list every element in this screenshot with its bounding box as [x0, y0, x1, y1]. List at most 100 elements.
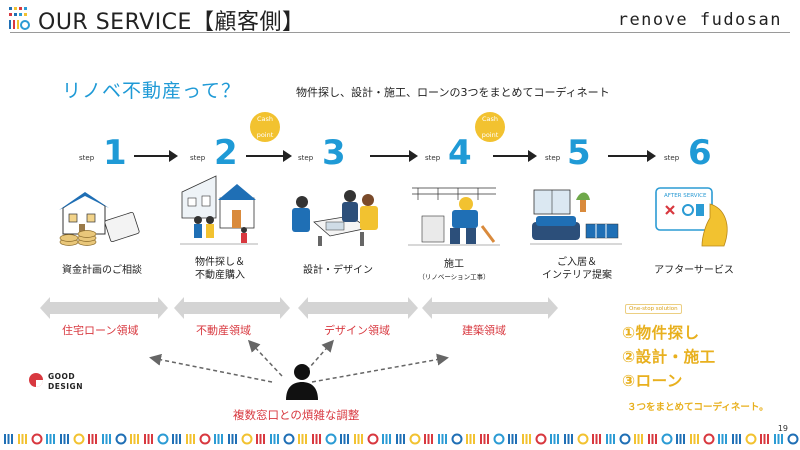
pattern-bar — [133, 434, 136, 444]
pattern-bar — [525, 434, 528, 444]
pattern-bar — [46, 434, 48, 444]
step-label-4: 施工（リノベーション工事） — [404, 258, 504, 284]
arrow-icon — [608, 150, 656, 162]
pattern-bar — [105, 434, 108, 444]
pattern-circle — [199, 433, 211, 445]
step-word-5: step — [545, 154, 561, 162]
one-stop-item-1: ①物件探し — [622, 324, 700, 342]
pattern-bar — [599, 434, 601, 444]
good-design-line2: DESIGN — [48, 382, 83, 391]
pattern-circle — [661, 433, 673, 445]
intro-heading: リノベ不動産って？ — [62, 80, 242, 102]
domain-label-realestate: 不動産領域 — [196, 324, 251, 337]
brand-name: renove fudosan — [617, 10, 782, 30]
pattern-bar — [483, 434, 486, 444]
one-stop-footer: ３つをまとめてコーディネート。 — [627, 402, 769, 413]
pattern-bar — [651, 434, 654, 444]
good-design-g-icon — [29, 373, 43, 387]
pattern-bar — [95, 434, 97, 444]
pattern-circle — [241, 433, 253, 445]
step-word-4: step — [425, 154, 441, 162]
pattern-bar — [273, 434, 276, 444]
pattern-bar — [193, 434, 195, 444]
pattern-bar — [312, 434, 314, 444]
domain-band-realestate — [174, 297, 290, 319]
pattern-bar — [735, 434, 738, 444]
pattern-bar — [571, 434, 573, 444]
pattern-bar — [347, 434, 349, 444]
page-title: OUR SERVICE【顧客側】 — [38, 10, 305, 35]
pattern-bar — [767, 434, 769, 444]
pattern-bar — [487, 434, 489, 444]
step-label-1-text: 資金計画のご相談 — [62, 265, 142, 276]
pattern-bar — [11, 434, 13, 444]
pattern-bar — [774, 434, 776, 444]
pattern-bar — [130, 434, 132, 444]
pattern-bar — [595, 434, 598, 444]
pattern-bar — [606, 434, 608, 444]
pattern-bar — [721, 434, 724, 444]
pattern-circle — [283, 433, 295, 445]
pattern-bar — [609, 434, 612, 444]
pattern-bar — [676, 434, 678, 444]
pattern-bar — [340, 434, 342, 444]
pattern-bar — [508, 434, 510, 444]
pattern-bar — [641, 434, 643, 444]
step-label-1: 資金計画のご相談 — [52, 264, 152, 277]
after-service-illustration: AFTER SERVICE — [655, 187, 728, 247]
pattern-bar — [315, 434, 318, 444]
step-number-4: 4 — [448, 133, 472, 173]
cash-point-line1: Cash — [481, 115, 499, 123]
pattern-bar — [60, 434, 62, 444]
pattern-bar — [214, 434, 216, 444]
pattern-bar — [564, 434, 566, 444]
pattern-bar — [515, 434, 517, 444]
arrow-icon — [134, 150, 178, 162]
pattern-bar — [144, 434, 146, 444]
cash-point-line2: point — [481, 131, 499, 139]
pattern-bar — [445, 434, 447, 444]
person-icon — [286, 364, 318, 400]
pattern-bar — [137, 434, 139, 444]
pattern-circle — [325, 433, 337, 445]
interior-illustration — [530, 189, 622, 245]
step-word-1: step — [79, 154, 95, 162]
pattern-bar — [522, 434, 524, 444]
pattern-bar — [382, 434, 384, 444]
pattern-bar — [777, 434, 780, 444]
domain-label-design: デザイン領域 — [324, 324, 390, 337]
step-word-3: step — [298, 154, 314, 162]
pattern-bar — [21, 434, 24, 444]
pattern-bar — [403, 434, 405, 444]
pattern-bar — [480, 434, 482, 444]
arrow-icon — [493, 150, 537, 162]
pattern-bar — [53, 434, 55, 444]
pattern-bar — [473, 434, 475, 444]
pattern-bar — [655, 434, 657, 444]
pattern-bar — [319, 434, 321, 444]
pattern-bar — [7, 434, 10, 444]
pattern-bar — [259, 434, 262, 444]
pattern-bar — [301, 434, 304, 444]
pattern-bar — [389, 434, 391, 444]
pattern-bar — [529, 434, 531, 444]
pattern-bar — [361, 434, 363, 444]
pattern-bar — [151, 434, 153, 444]
pattern-bar — [424, 434, 426, 444]
pattern-bar — [18, 434, 20, 444]
step-number-6: 6 — [688, 133, 712, 173]
pattern-bar — [553, 434, 556, 444]
step-label-5: ご入居＆インテリア提案 — [527, 256, 627, 282]
pattern-bar — [221, 434, 223, 444]
pattern-bar — [427, 434, 430, 444]
domain-label-loan: 住宅ローン領域 — [62, 324, 139, 337]
pattern-bar — [354, 434, 356, 444]
pattern-bar — [189, 434, 192, 444]
pattern-bar — [760, 434, 762, 444]
step-number-3: 3 — [322, 133, 346, 173]
step-word-2: step — [190, 154, 206, 162]
pattern-bar — [613, 434, 615, 444]
pattern-bar — [88, 434, 90, 444]
step-label-5-line2: インテリア提案 — [542, 270, 612, 281]
pattern-bar — [634, 434, 636, 444]
